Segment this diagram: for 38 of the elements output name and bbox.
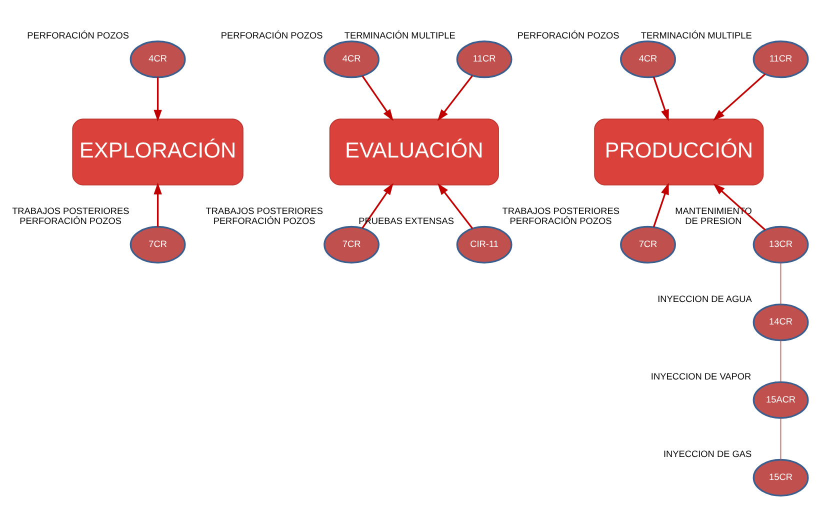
node-ellipse: 7CR	[130, 226, 186, 264]
arrow	[362, 76, 394, 121]
connector	[780, 262, 782, 305]
node-label: INYECCION DE GAS	[663, 449, 752, 460]
node-ellipse: 7CR	[324, 226, 380, 264]
connector	[780, 418, 782, 460]
node-label: PERFORACIÓN POZOS	[220, 30, 323, 41]
node-ellipse: 4CR	[324, 40, 380, 78]
node-ellipse: 15ACR	[752, 381, 809, 419]
arrow	[652, 76, 669, 122]
node-label: TERMINACIÓN MULTIPLE	[344, 30, 456, 41]
node-ellipse: 15CR	[752, 458, 809, 496]
node-ellipse: 11CR	[456, 40, 512, 78]
node-ellipse: 14CR	[752, 304, 809, 342]
node-label: PERFORACIÓN POZOS	[27, 30, 130, 41]
node-box: PRODUCCIÓN	[594, 118, 764, 186]
arrow	[652, 182, 669, 228]
node-ellipse: CIR-11	[456, 226, 512, 264]
node-label: INYECCION DE VAPOR	[650, 371, 752, 382]
node-ellipse: 4CR	[620, 40, 676, 78]
node-label: PERFORACIÓN POZOS	[517, 30, 620, 41]
arrow	[438, 183, 474, 229]
node-ellipse: 7CR	[620, 226, 676, 264]
arrow	[154, 77, 162, 122]
node-ellipse: 11CR	[752, 40, 809, 78]
arrow	[713, 74, 766, 121]
node-ellipse: 13CR	[752, 226, 809, 264]
node-label: TRABAJOS POSTERIORES PERFORACIÓN POZOS	[502, 206, 620, 226]
node-ellipse: 4CR	[130, 40, 186, 78]
node-box: EXPLORACIÓN	[72, 118, 244, 186]
node-box: EVALUACIÓN	[329, 118, 499, 186]
arrow	[437, 75, 474, 122]
node-label: INYECCION DE AGUA	[658, 294, 752, 304]
node-label: TRABAJOS POSTERIORES PERFORACIÓN POZOS	[206, 206, 324, 226]
node-label: TRABAJOS POSTERIORES PERFORACIÓN POZOS	[12, 206, 130, 226]
arrow	[154, 182, 162, 227]
node-label: TERMINACIÓN MULTIPLE	[640, 30, 752, 41]
connector	[780, 340, 782, 382]
